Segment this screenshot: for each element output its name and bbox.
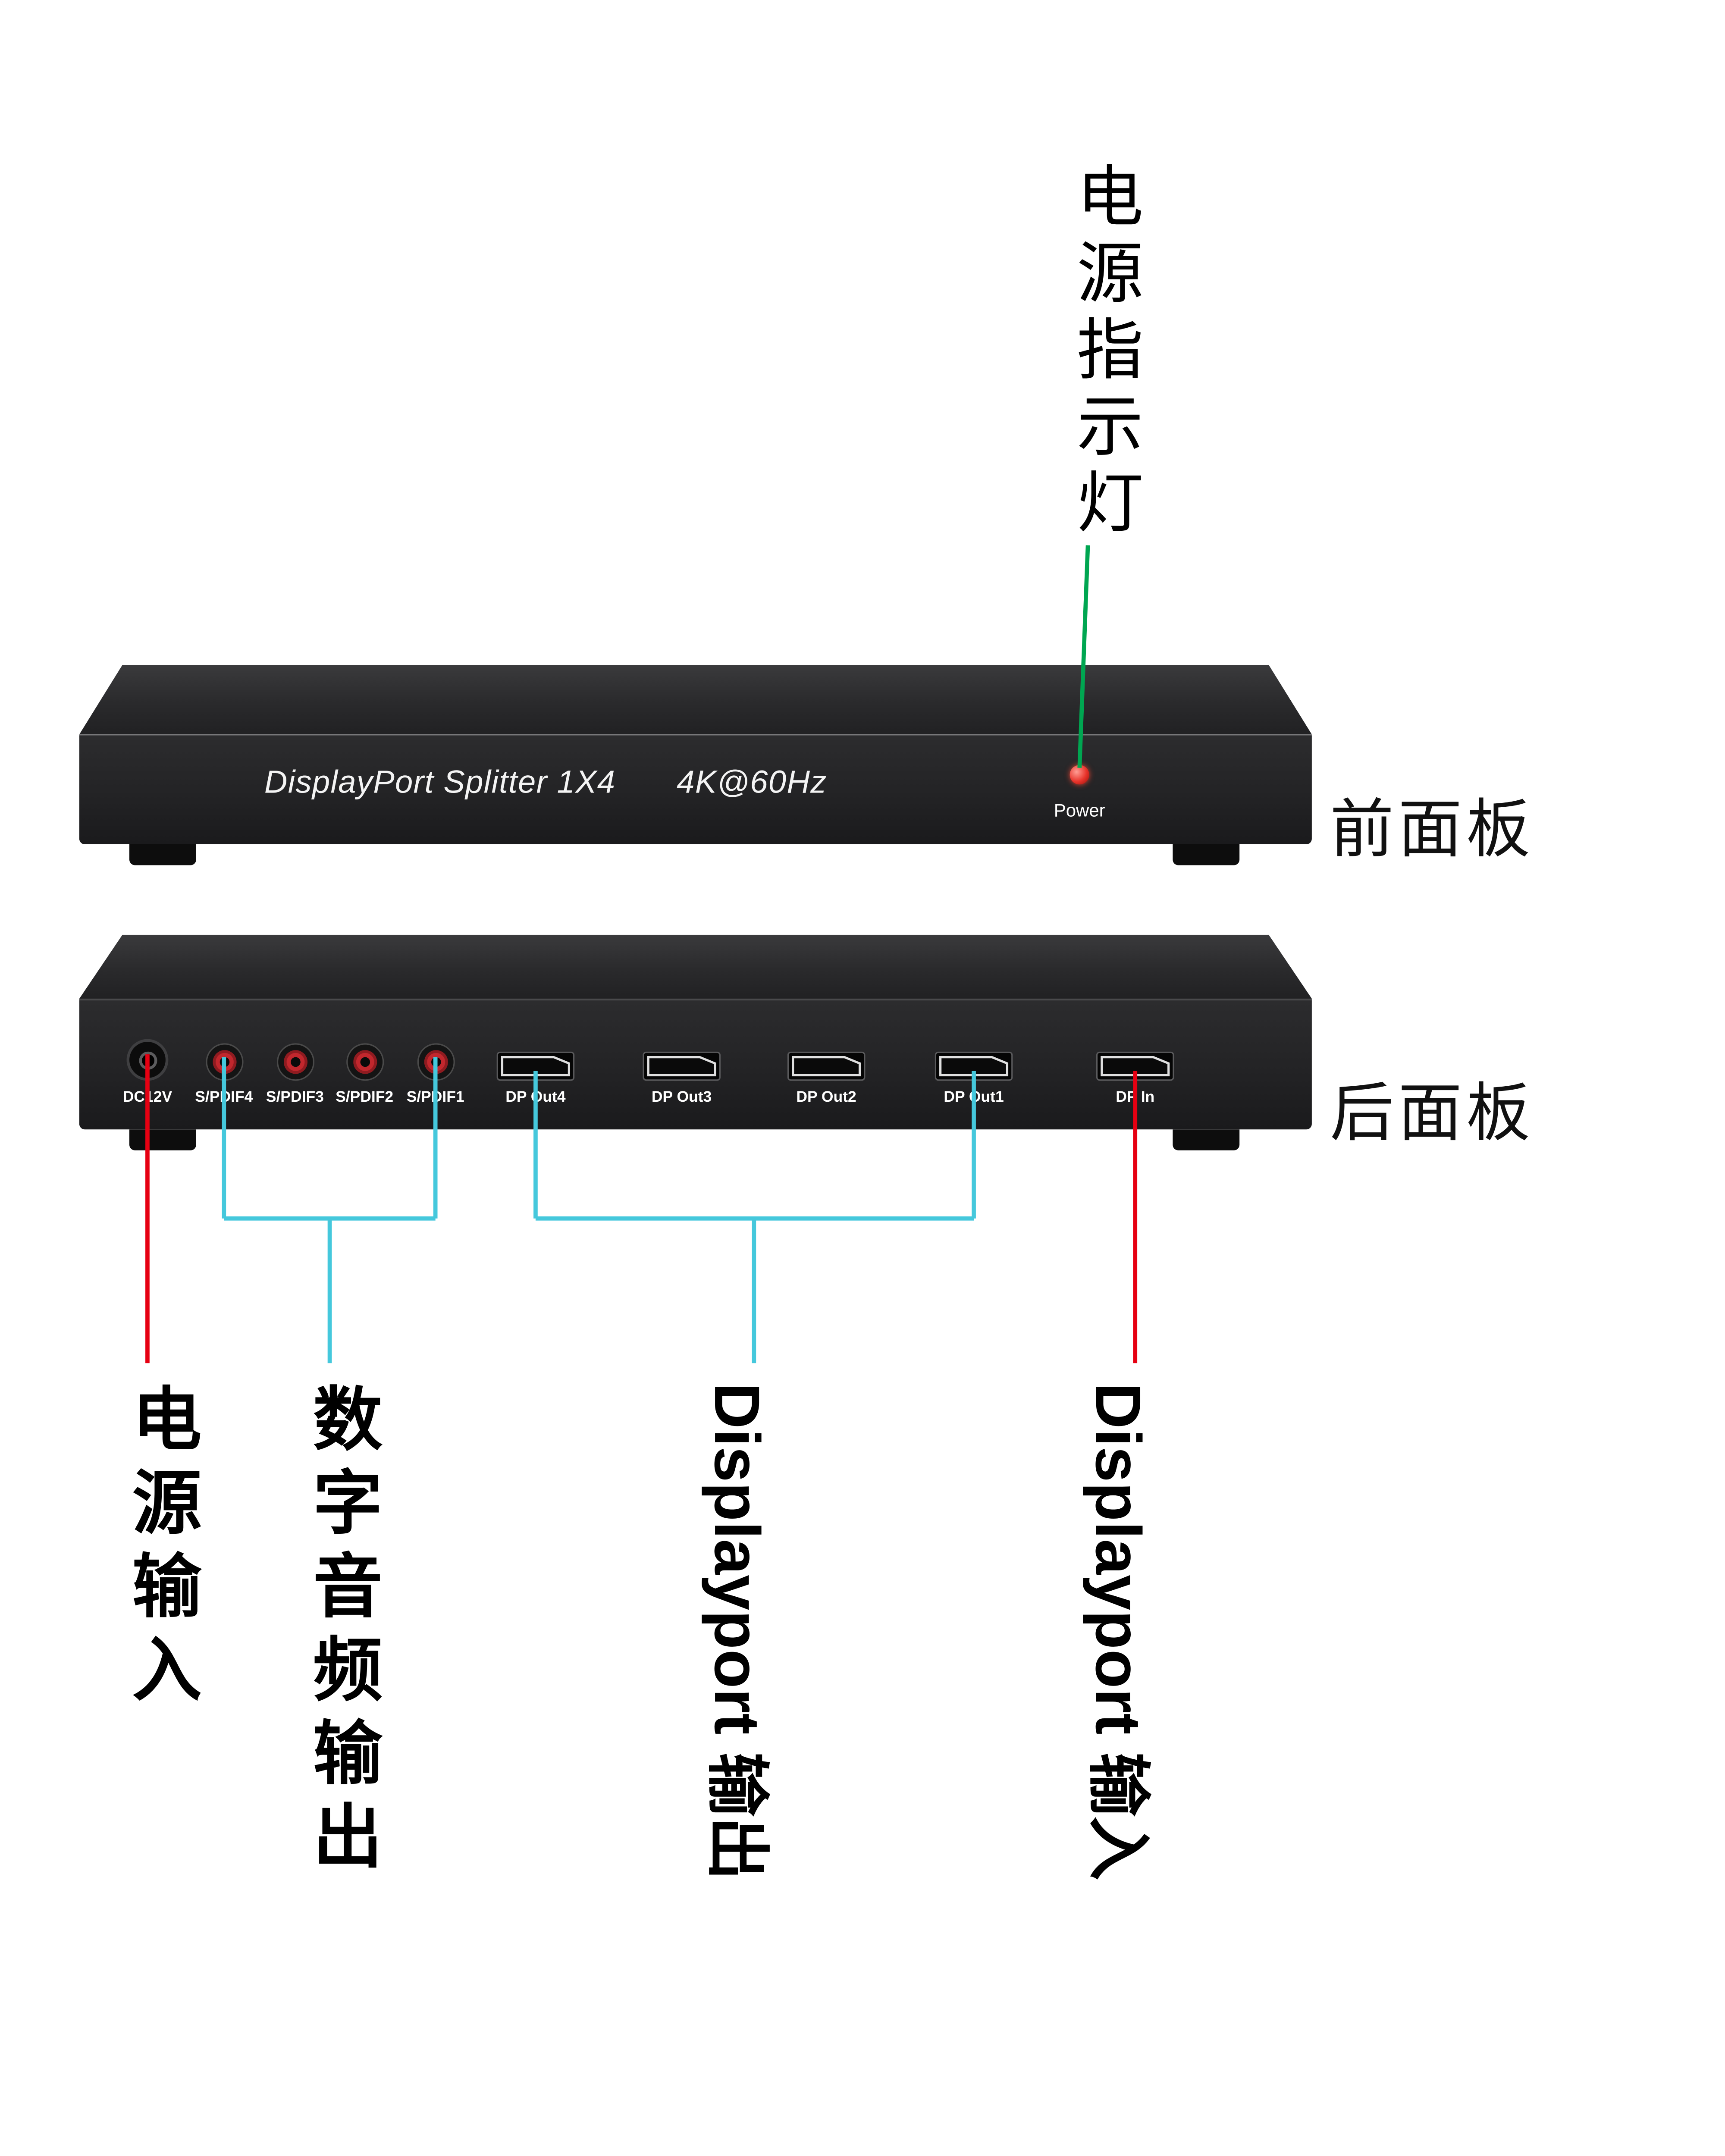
rear-panel-label: 后面板: [1330, 1076, 1535, 1149]
power-input-annotation: 电源输入: [122, 1382, 201, 1717]
rca-jack-icon: [417, 1043, 455, 1081]
front-panel-face: DisplayPort Splitter 1X4 4K@60Hz Power: [79, 734, 1312, 845]
displayport-connector-icon: [935, 1051, 1013, 1081]
dp-in-port: DP In: [1073, 1025, 1198, 1106]
power-led-icon: [1070, 765, 1089, 785]
front-panel-label: 前面板: [1330, 793, 1535, 865]
displayport-connector-icon: [496, 1051, 575, 1081]
front-panel-device: DisplayPort Splitter 1X4 4K@60Hz Power: [79, 664, 1312, 874]
dp-in-port-label: DP In: [1116, 1089, 1155, 1106]
dp-out-port-3: DP Out3: [619, 1025, 744, 1106]
rear-panel-top-face: [79, 934, 1312, 999]
device-foot: [129, 844, 196, 865]
dp-out-port-label: DP Out4: [505, 1089, 566, 1106]
digital-audio-output-annotation: 数字音频输出: [303, 1382, 381, 1883]
power-led-label: Power: [1054, 799, 1105, 821]
power-indicator-annotation: 电源指示灯: [1065, 161, 1139, 544]
model-text: DisplayPort Splitter 1X4: [264, 763, 616, 800]
device-foot: [1173, 1129, 1240, 1150]
displayport-connector-icon: [787, 1051, 866, 1081]
rear-panel-device: DC12V S/PDIF4 S/PDIF3 S/PDIF2: [79, 934, 1312, 1155]
dp-out-port-2: DP Out2: [764, 1025, 889, 1106]
dp-out-port-1: DP Out1: [911, 1025, 1036, 1106]
displayport-connector-icon: [1096, 1051, 1174, 1081]
front-panel-print: DisplayPort Splitter 1X4 4K@60Hz: [264, 764, 827, 801]
dc-jack-icon: [126, 1039, 169, 1081]
rear-panel-face: DC12V S/PDIF4 S/PDIF3 S/PDIF2: [79, 999, 1312, 1130]
front-panel-top-face: [79, 664, 1312, 735]
device-foot: [129, 1129, 196, 1150]
dc-jack-pin: [138, 1051, 157, 1069]
spdif-port-label: S/PDIF1: [406, 1089, 464, 1106]
displayport-connector-icon: [643, 1051, 721, 1081]
dp-out-port-label: DP Out2: [796, 1089, 856, 1106]
dp-input-annotation: Displayport 输入: [1082, 1382, 1155, 1880]
device-foot: [1173, 844, 1240, 865]
power-led-group: Power: [1038, 765, 1121, 821]
dp-output-annotation: Displayport 输出: [701, 1382, 774, 1880]
dp-out-port-label: DP Out1: [944, 1089, 1004, 1106]
spec-text: 4K@60Hz: [677, 763, 827, 800]
dp-out-port-label: DP Out3: [651, 1089, 712, 1106]
dp-out-port-4: DP Out4: [473, 1025, 598, 1106]
